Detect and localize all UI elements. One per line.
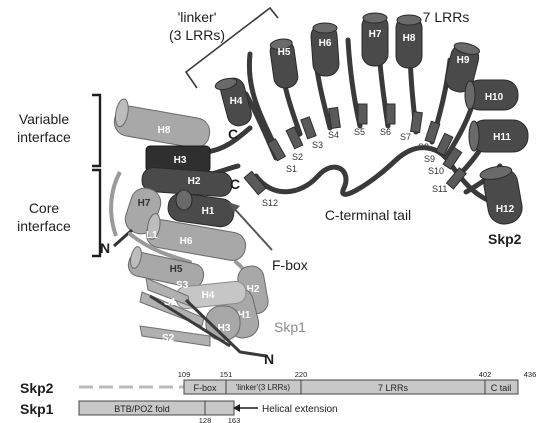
strand-s7: S7 — [400, 132, 411, 142]
strand-s9: S9 — [424, 154, 435, 164]
n-terminus-skp2: N — [100, 240, 110, 256]
skp2-seg-ctail: C tail — [491, 383, 512, 393]
domain-map: Skp2 F-box 'linker'(3 LRRs) 7 LRRs C tai… — [20, 370, 536, 423]
helix-h10: H10 — [465, 80, 518, 110]
loop-l1: L1 — [146, 230, 158, 241]
svg-text:H11: H11 — [493, 132, 511, 143]
strand-s3: S3 — [312, 140, 323, 150]
svg-text:S1: S1 — [164, 297, 177, 308]
svg-text:H8: H8 — [158, 125, 171, 136]
helix-h6: H6 — [310, 23, 340, 77]
skp1-structure: H6 H5 H2 H1 H3 H4 S3 — [126, 213, 274, 367]
svg-text:H9: H9 — [457, 55, 470, 66]
svg-text:H7: H7 — [138, 198, 151, 209]
strand-s12: S12 — [262, 198, 278, 208]
skp1-bar: BTB/POZ fold — [79, 401, 234, 415]
helix-h12: H12 — [479, 164, 525, 226]
linker-label-2: (3 LRRs) — [169, 27, 225, 43]
core-interface-bracket — [92, 170, 100, 256]
skp1-map-label: Skp1 — [20, 401, 54, 417]
svg-text:H8: H8 — [403, 33, 416, 44]
svg-text:H2: H2 — [188, 176, 201, 187]
core-interface-label-1: Core — [29, 200, 60, 216]
svg-text:H1: H1 — [202, 206, 215, 217]
svg-text:S2: S2 — [162, 333, 175, 344]
helix-h5: H5 — [269, 38, 299, 90]
variable-interface-bracket — [92, 95, 100, 166]
skp2-seg-fbox: F-box — [193, 383, 217, 393]
skp2-num-151: 151 — [220, 370, 233, 379]
svg-text:H6: H6 — [319, 38, 332, 49]
strand-s10: S10 — [428, 166, 444, 176]
skp2-num-402: 402 — [479, 370, 492, 379]
svg-text:H4: H4 — [202, 290, 215, 301]
svg-text:H10: H10 — [485, 92, 504, 103]
seven-lrrs-label: 7 LRRs — [423, 9, 470, 25]
skp1-num-163: 163 — [228, 416, 241, 423]
skp1-label: Skp1 — [274, 319, 306, 335]
strand-s11: S11 — [432, 184, 447, 194]
helix-h4: H4 — [214, 76, 254, 129]
n-terminus-skp1: N — [264, 351, 274, 367]
linker-label-1: 'linker' — [178, 9, 217, 25]
skp2-bar: F-box 'linker'(3 LRRs) 7 LRRs C tail — [184, 380, 518, 394]
strand-s6: S6 — [380, 127, 391, 137]
c-terminus-lower: C — [230, 176, 240, 192]
variable-interface-label-1: Variable — [19, 111, 70, 127]
helical-extension-label: Helical extension — [262, 404, 338, 415]
skp2-map-label: Skp2 — [20, 380, 54, 396]
skp1-seg-btb: BTB/POZ fold — [114, 404, 170, 414]
svg-text:S3: S3 — [176, 280, 189, 291]
skp1-num-128: 128 — [199, 416, 212, 423]
skp2-seg-linker: 'linker'(3 LRRs) — [236, 383, 291, 392]
skp2-num-109: 109 — [178, 370, 191, 379]
variable-interface-label-2: interface — [17, 129, 71, 145]
skp2-num-220: 220 — [295, 370, 308, 379]
strand-s1: S1 — [286, 164, 297, 174]
svg-text:H5: H5 — [170, 264, 183, 275]
skp2-num-436: 436 — [524, 370, 537, 379]
helix-h8-fbox: H8 — [112, 98, 212, 150]
skp2-seg-lrrs: 7 LRRs — [378, 383, 409, 393]
strand-s2: S2 — [292, 152, 303, 162]
svg-text:H7: H7 — [369, 29, 382, 40]
c-terminal-tail-label: C-terminal tail — [325, 207, 411, 223]
svg-text:H3: H3 — [174, 155, 187, 166]
c-terminus-upper: C — [228, 126, 238, 142]
skp2-label: Skp2 — [488, 231, 522, 247]
helix-h7: H7 — [362, 13, 388, 66]
strand-s8: S8 — [418, 142, 429, 152]
helix-h11: H11 — [469, 120, 528, 152]
strand-s4: S4 — [328, 130, 339, 140]
strand-s5: S5 — [354, 127, 365, 137]
svg-text:H12: H12 — [496, 204, 515, 215]
svg-text:H4: H4 — [230, 96, 243, 107]
svg-text:H5: H5 — [278, 47, 291, 58]
helix-h8: H8 — [396, 15, 422, 68]
svg-text:H6: H6 — [180, 236, 193, 247]
core-interface-label-2: interface — [17, 218, 71, 234]
fbox-label: F-box — [272, 257, 308, 273]
